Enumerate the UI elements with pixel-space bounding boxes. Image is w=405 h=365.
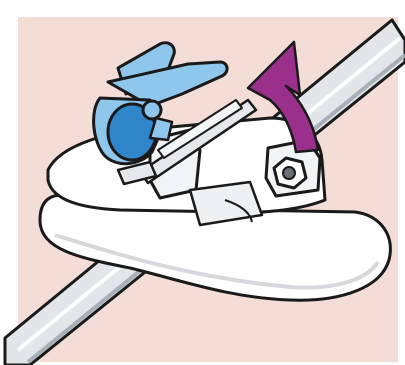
hex-nut-icon: [274, 158, 306, 188]
